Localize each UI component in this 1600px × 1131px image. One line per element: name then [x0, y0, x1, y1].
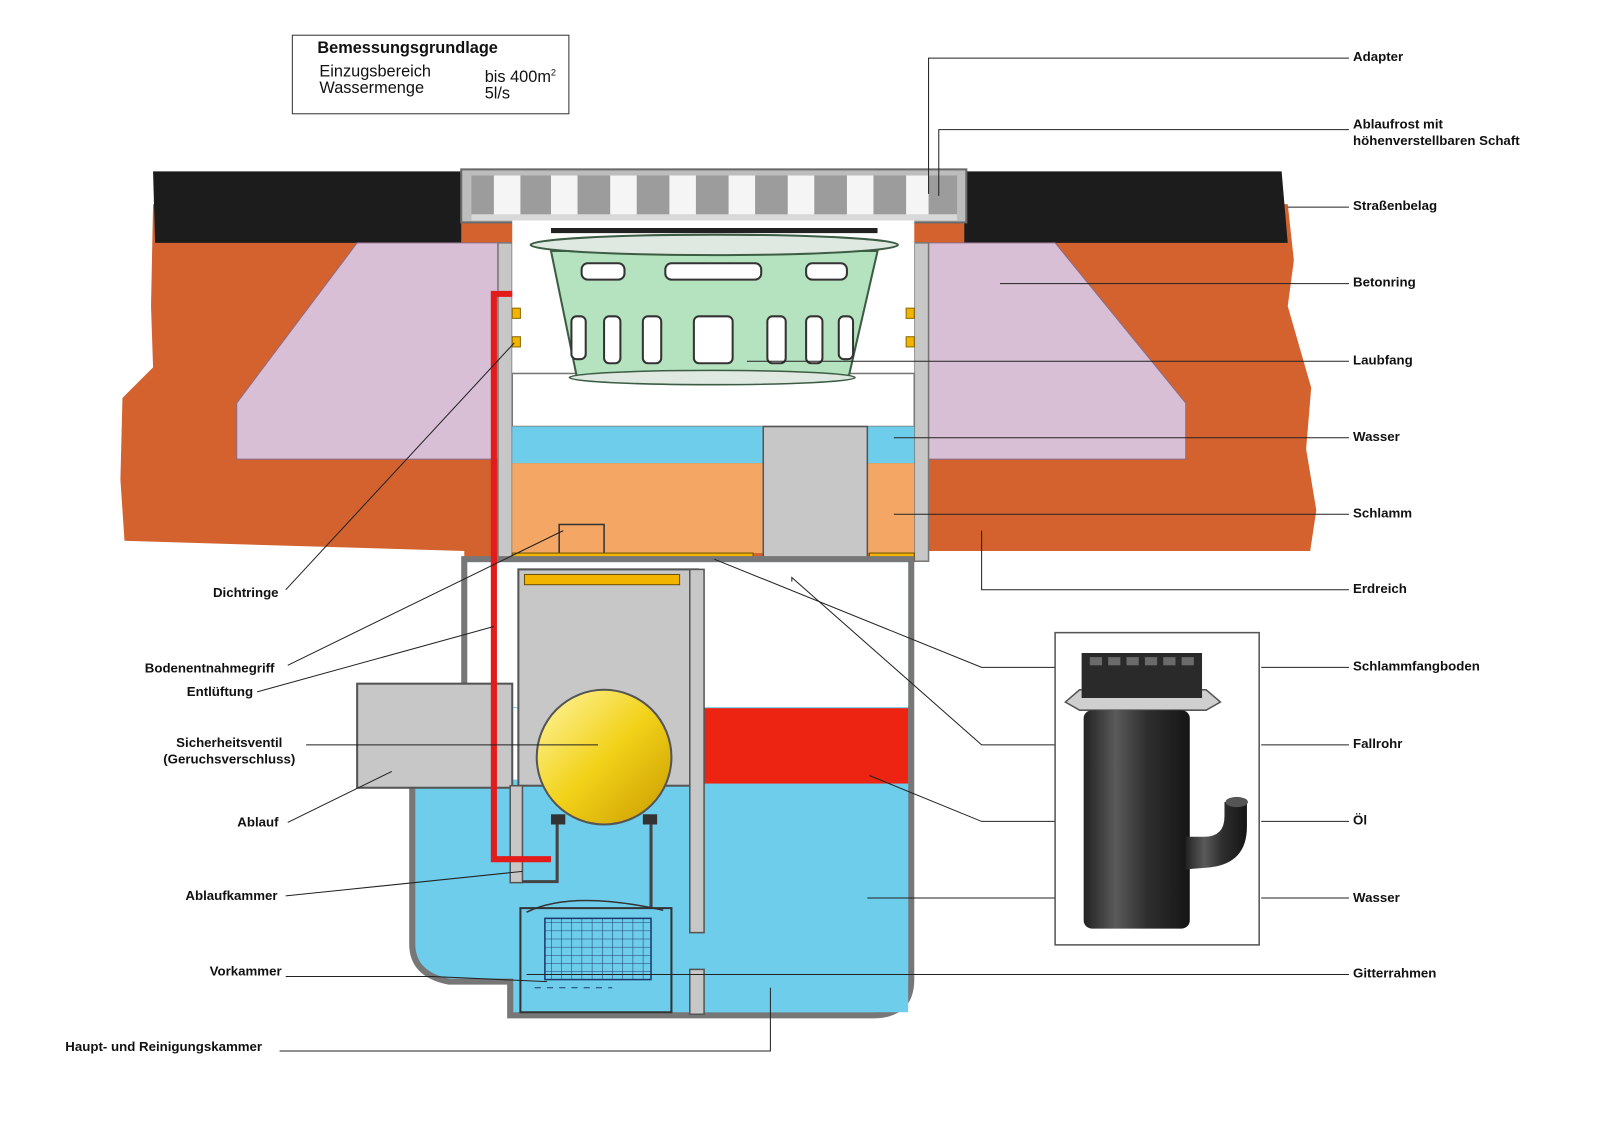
- water-volume-label: Wassermenge: [319, 81, 424, 97]
- design-basis-title: Bemessungsgrundlage: [317, 40, 498, 58]
- label-sludge-trap-floor: Schlammfangboden: [1353, 658, 1480, 674]
- label-leaf-basket: Laubfang: [1353, 352, 1413, 368]
- label-safety-valve: Sicherheitsventil (Geruchsverschluss): [163, 735, 295, 768]
- shaft-wall-right: [914, 243, 928, 561]
- downpipe: [763, 427, 867, 578]
- label-ventilation: Entlüftung: [102, 684, 253, 700]
- label-water-lower: Wasser: [1353, 890, 1400, 906]
- label-soil: Erdreich: [1353, 581, 1407, 597]
- catchment-area-label: Einzugsbereich: [319, 64, 431, 80]
- safety-valve-ball: [537, 690, 672, 825]
- label-outlet: Ablauf: [153, 814, 279, 830]
- label-oil: Öl: [1353, 812, 1367, 828]
- shaft-wall-left: [498, 243, 512, 561]
- label-bottom-removal-handle: Bodenentnahmegriff: [61, 660, 274, 676]
- water-volume-value: 5l/s: [485, 81, 510, 103]
- label-sealing-rings: Dichtringe: [153, 585, 279, 601]
- label-concrete-ring: Betonring: [1353, 274, 1416, 290]
- label-adapter: Adapter: [1353, 49, 1403, 65]
- label-drain-grate: Ablaufrost mit höhenverstellbaren Schaft: [1353, 116, 1520, 149]
- label-road-surface: Straßenbelag: [1353, 198, 1437, 214]
- seal-ring: [906, 308, 914, 318]
- label-main-cleaning-chamber: Haupt- und Reinigungskammer: [65, 1039, 262, 1055]
- label-outlet-chamber: Ablaufkammer: [102, 888, 278, 904]
- seal-ring: [512, 337, 520, 347]
- label-downpipe: Fallrohr: [1353, 736, 1402, 752]
- outlet-pipe: [357, 684, 512, 788]
- label-grid-frame: Gitterrahmen: [1353, 965, 1436, 981]
- asphalt-layer-right: [964, 171, 1287, 242]
- label-prechamber: Vorkammer: [102, 963, 282, 979]
- label-water-upper: Wasser: [1353, 429, 1400, 445]
- seal-ring: [512, 308, 520, 318]
- design-basis-box: Bemessungsgrundlage Einzugsbereich bis 4…: [292, 35, 570, 115]
- seal-ring: [906, 337, 914, 347]
- label-sludge: Schlamm: [1353, 505, 1412, 521]
- asphalt-layer: [153, 171, 461, 242]
- oil-layer: [701, 708, 908, 784]
